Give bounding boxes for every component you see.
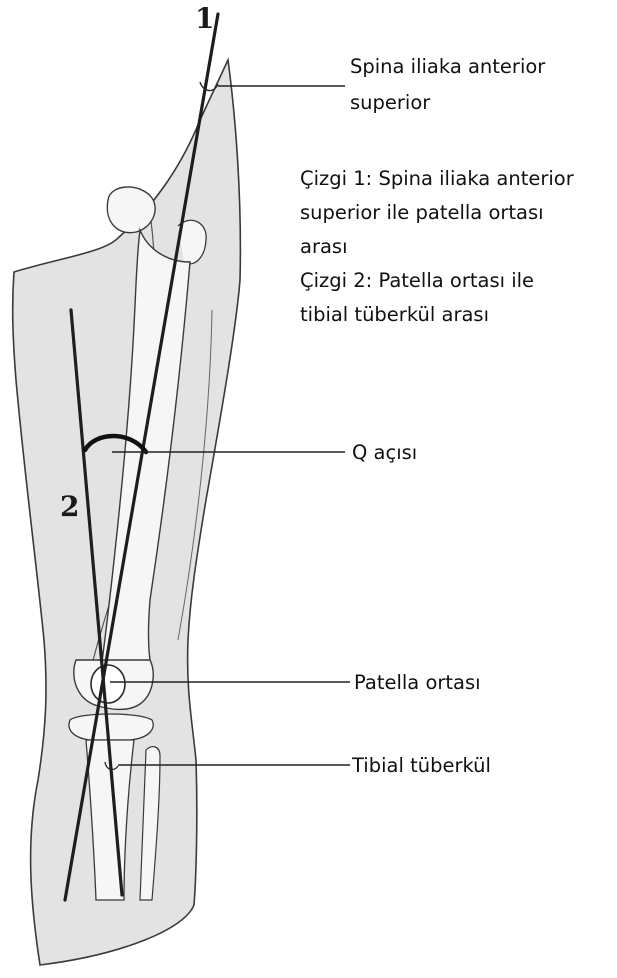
- patella: [91, 665, 125, 703]
- femur-head: [107, 187, 155, 233]
- legend-line-1-c: arası: [300, 232, 348, 261]
- line-number-1: 1: [195, 2, 214, 35]
- tibial-plateau: [69, 714, 153, 740]
- label-asis-line-b: superior: [350, 88, 430, 117]
- legend-line-1-b: superior ile patella ortası: [300, 198, 544, 227]
- label-tibial-tubercle: Tibial tüberkül: [352, 751, 491, 780]
- legend-line-2-b: tibial tüberkül arası: [300, 300, 489, 329]
- label-asis-line-a: Spina iliaka anterior: [350, 52, 545, 81]
- legend-line-1-a: Çizgi 1: Spina iliaka anterior: [300, 164, 574, 193]
- label-q-angle: Q açısı: [352, 438, 417, 467]
- line-number-2: 2: [60, 490, 79, 523]
- legend-line-2-a: Çizgi 2: Patella ortası ile: [300, 266, 534, 295]
- label-patella-center: Patella ortası: [354, 668, 481, 697]
